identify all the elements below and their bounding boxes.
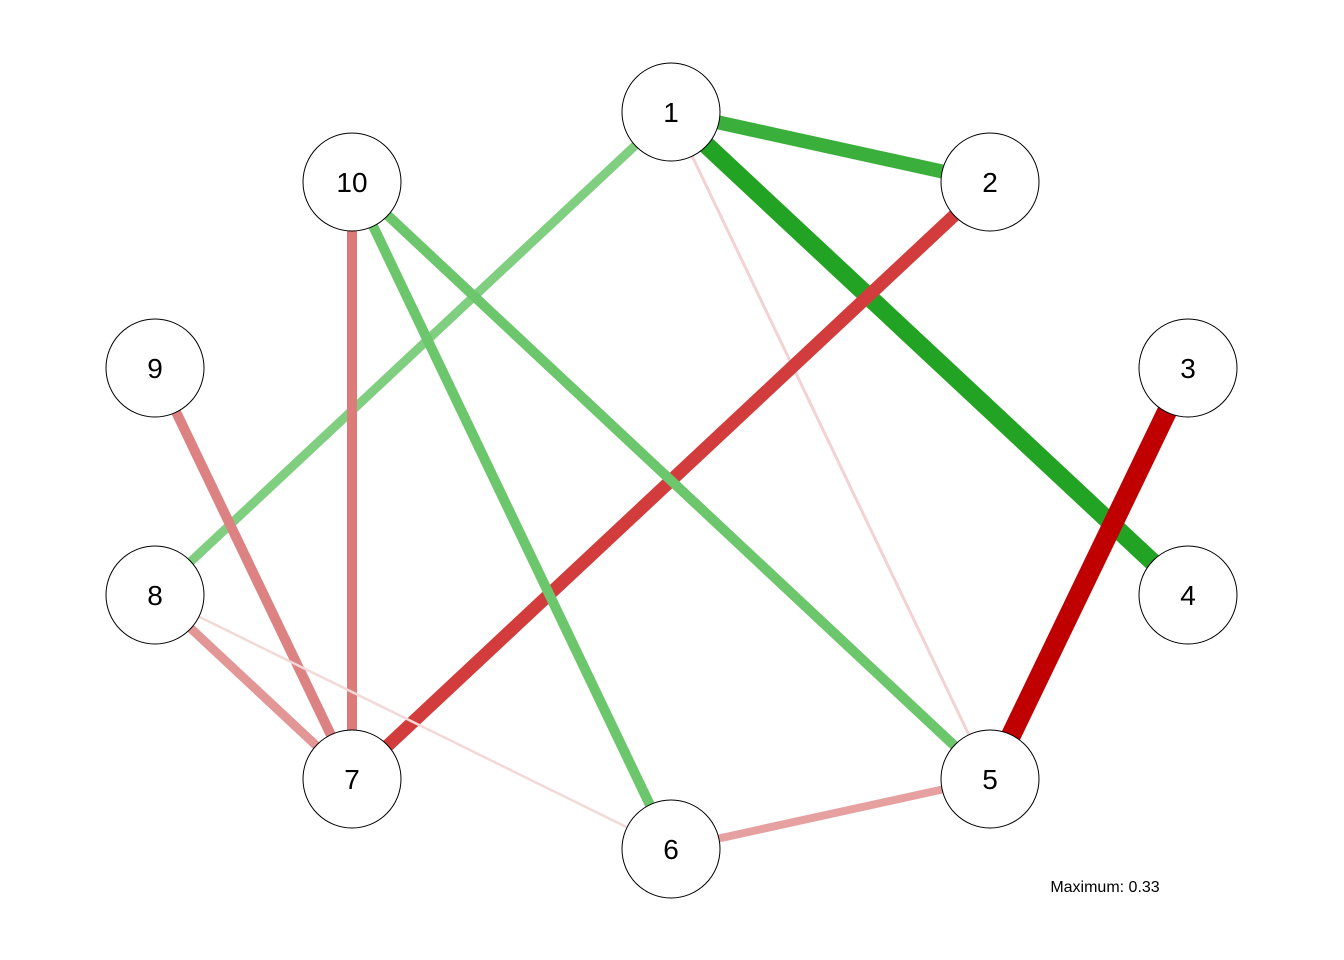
node-4: 4: [1138, 545, 1238, 645]
node-label: 7: [344, 764, 360, 795]
edge-10-6: [347, 179, 676, 852]
node-1: 1: [621, 62, 721, 162]
edges-layer: [150, 105, 1198, 853]
edge-1-5: [669, 111, 992, 780]
node-circle: [302, 132, 402, 232]
node-3: 3: [1138, 318, 1238, 418]
node-circle: [1138, 545, 1238, 645]
edge-3-5: [980, 363, 1198, 784]
node-circle: [1138, 318, 1238, 418]
nodes-layer: 1 2 3 4 5 6 7 8 9 10: [105, 62, 1238, 899]
node-label: 2: [982, 167, 998, 198]
node-label: 6: [663, 834, 679, 865]
edge-1-2: [669, 105, 992, 189]
node-circle: [302, 729, 402, 829]
node-label: 1: [663, 97, 679, 128]
node-label: 10: [336, 167, 367, 198]
edge-1-8: [151, 108, 675, 599]
node-9: 9: [105, 318, 205, 418]
edge-9-7: [150, 365, 357, 782]
node-circle: [940, 729, 1040, 829]
node-label: 3: [1180, 353, 1196, 384]
node-10: 10: [302, 132, 402, 232]
node-circle: [105, 545, 205, 645]
node-label: 5: [982, 764, 998, 795]
node-7: 7: [302, 729, 402, 829]
node-label: 8: [147, 580, 163, 611]
node-label: 9: [147, 353, 163, 384]
node-circle: [621, 799, 721, 899]
edge-8-6: [154, 593, 672, 851]
node-circle: [940, 132, 1040, 232]
node-label: 4: [1180, 580, 1196, 611]
edge-1-4: [664, 105, 1195, 602]
maximum-label: Maximum: 0.33: [1050, 879, 1159, 896]
node-circle: [105, 318, 205, 418]
node-2: 2: [940, 132, 1040, 232]
node-circle: [621, 62, 721, 162]
node-8: 8: [105, 545, 205, 645]
node-5: 5: [940, 729, 1040, 829]
edge-6-5: [670, 775, 991, 853]
edge-10-5: [348, 178, 994, 783]
node-6: 6: [621, 799, 721, 899]
